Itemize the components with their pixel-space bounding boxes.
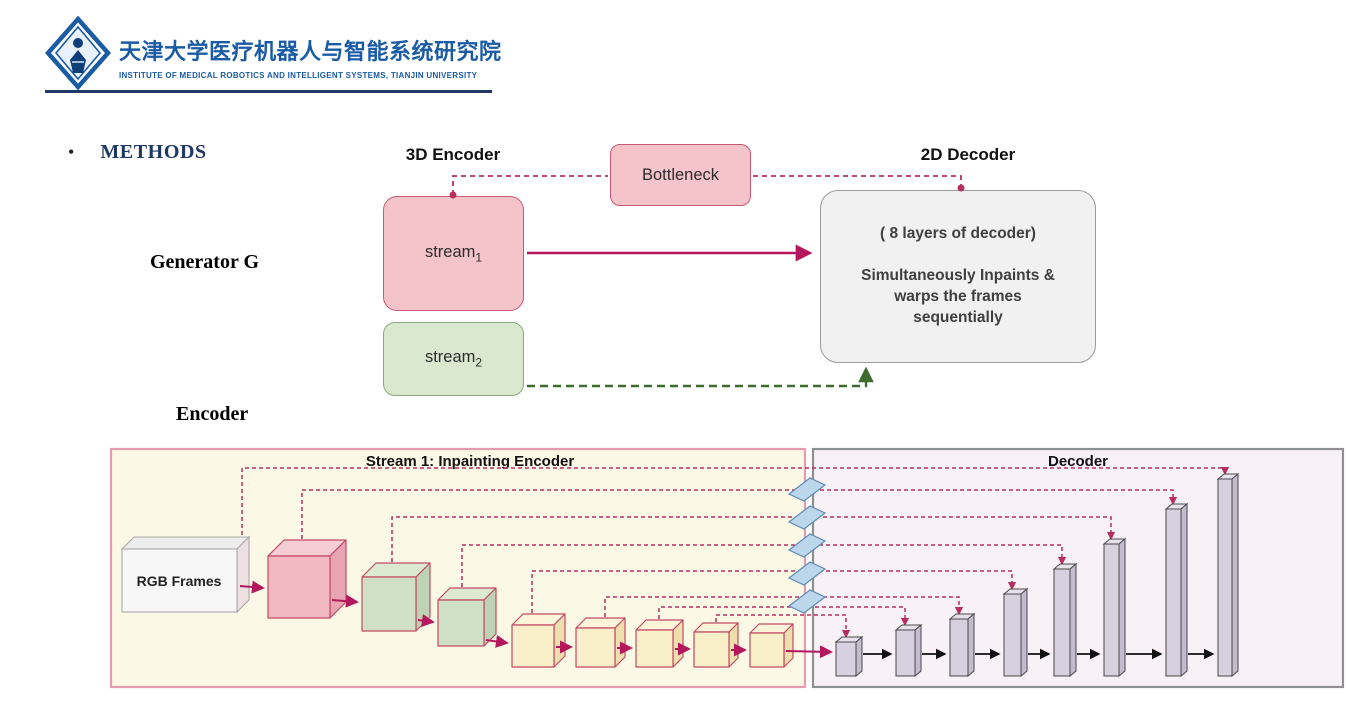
decoder-desc-line4: sequentially — [913, 308, 1003, 326]
decoder-slab-2 — [894, 623, 923, 678]
decoder-slabs — [834, 472, 1240, 678]
encoder-cube-7 — [693, 622, 739, 668]
stream1-encoder-panel — [109, 447, 807, 689]
encoder-flow-arrows — [239, 580, 833, 659]
institute-title-cn: 天津大学医疗机器人与智能系统研究院 — [119, 39, 502, 64]
skip-feature-slabs — [787, 477, 827, 614]
feature-slab-1 — [787, 477, 827, 502]
encoder-cube-3 — [437, 587, 497, 647]
decoder-desc-line2: Simultaneously Inpaints & — [861, 267, 1055, 285]
decoder-panel — [811, 447, 1345, 689]
generator-g-label: Generator G — [150, 251, 260, 273]
dashed-link-bottleneck-decoder — [753, 175, 962, 185]
decoder-description-box: ( 8 layers of decoder) Simultaneously In… — [820, 190, 1096, 363]
encoder-cube-6 — [635, 619, 684, 668]
feature-slab-2 — [787, 505, 827, 530]
header-divider — [45, 90, 492, 93]
rgb-frames-label: RGB Frames — [137, 573, 222, 589]
encoder-cube-1 — [267, 539, 347, 619]
stream1-box: stream1 — [383, 196, 524, 311]
decoder-slab-6 — [1102, 537, 1127, 678]
decoder-slab-4 — [1002, 587, 1029, 678]
feature-slab-4 — [787, 561, 827, 586]
institute-titles: 天津大学医疗机器人与智能系统研究院 INSTITUTE OF MEDICAL R… — [119, 16, 502, 80]
skip-connection-6 — [604, 596, 964, 617]
bottleneck-box-label: Bottleneck — [641, 165, 720, 184]
encoder-cube-5 — [575, 617, 626, 668]
skip-connection-1 — [241, 466, 1230, 535]
dashed-link-stream1-bottleneck — [452, 175, 608, 195]
decoder-desc-line3: warps the frames — [894, 288, 1022, 305]
bullet-point: • — [68, 142, 75, 162]
institute-logo-icon — [45, 16, 111, 90]
skip-connection-7 — [658, 606, 910, 627]
decoder-layers-text: ( 8 layers of decoder) — [880, 225, 1036, 243]
skip-connection-8 — [715, 614, 851, 639]
skip-connection-3 — [391, 516, 1116, 562]
decoder-panel-title: Decoder — [1048, 453, 1108, 470]
decoder-slab-5 — [1052, 562, 1078, 678]
skip-connection-5 — [531, 570, 1017, 613]
skip-connection-2 — [301, 489, 1178, 539]
decoder-slab-7 — [1164, 502, 1189, 678]
skip-connection-4 — [461, 544, 1067, 587]
encoder-3d-label: 3D Encoder — [405, 145, 501, 164]
decoder-slab-8 — [1216, 472, 1240, 678]
encoder-cube-8 — [749, 623, 794, 668]
rgb-frames-box: RGB Frames — [120, 535, 251, 614]
decoder-2d-label: 2D Decoder — [920, 145, 1016, 164]
feature-slab-5 — [787, 589, 827, 614]
decoder-slab-1 — [834, 635, 864, 678]
encoder-label: Encoder — [176, 403, 249, 425]
bottleneck-box: Bottleneck — [610, 144, 751, 206]
architecture-panels: Stream 1: Inpainting Encoder Decoder — [109, 447, 1345, 689]
stream1-box-label: stream1 — [424, 242, 483, 265]
decoder-slab-3 — [948, 612, 976, 678]
stream2-box: stream2 — [383, 322, 524, 396]
encoder-cube-4 — [511, 613, 566, 668]
institute-subtitle-en: INSTITUTE OF MEDICAL ROBOTICS AND INTELL… — [119, 71, 478, 80]
institute-logo-area: 天津大学医疗机器人与智能系统研究院 INSTITUTE OF MEDICAL R… — [45, 16, 502, 90]
arrow-stream2-to-decoder — [527, 366, 874, 388]
methods-heading: • METHODS — [68, 141, 207, 164]
skip-connections — [241, 466, 1230, 639]
feature-slab-3 — [787, 533, 827, 558]
encoder-cubes — [267, 539, 794, 668]
stream1-panel-title: Stream 1: Inpainting Encoder — [366, 453, 575, 470]
encoder-cube-2 — [361, 562, 431, 632]
stream2-box-label: stream2 — [424, 348, 483, 370]
section-title: METHODS — [100, 141, 207, 163]
